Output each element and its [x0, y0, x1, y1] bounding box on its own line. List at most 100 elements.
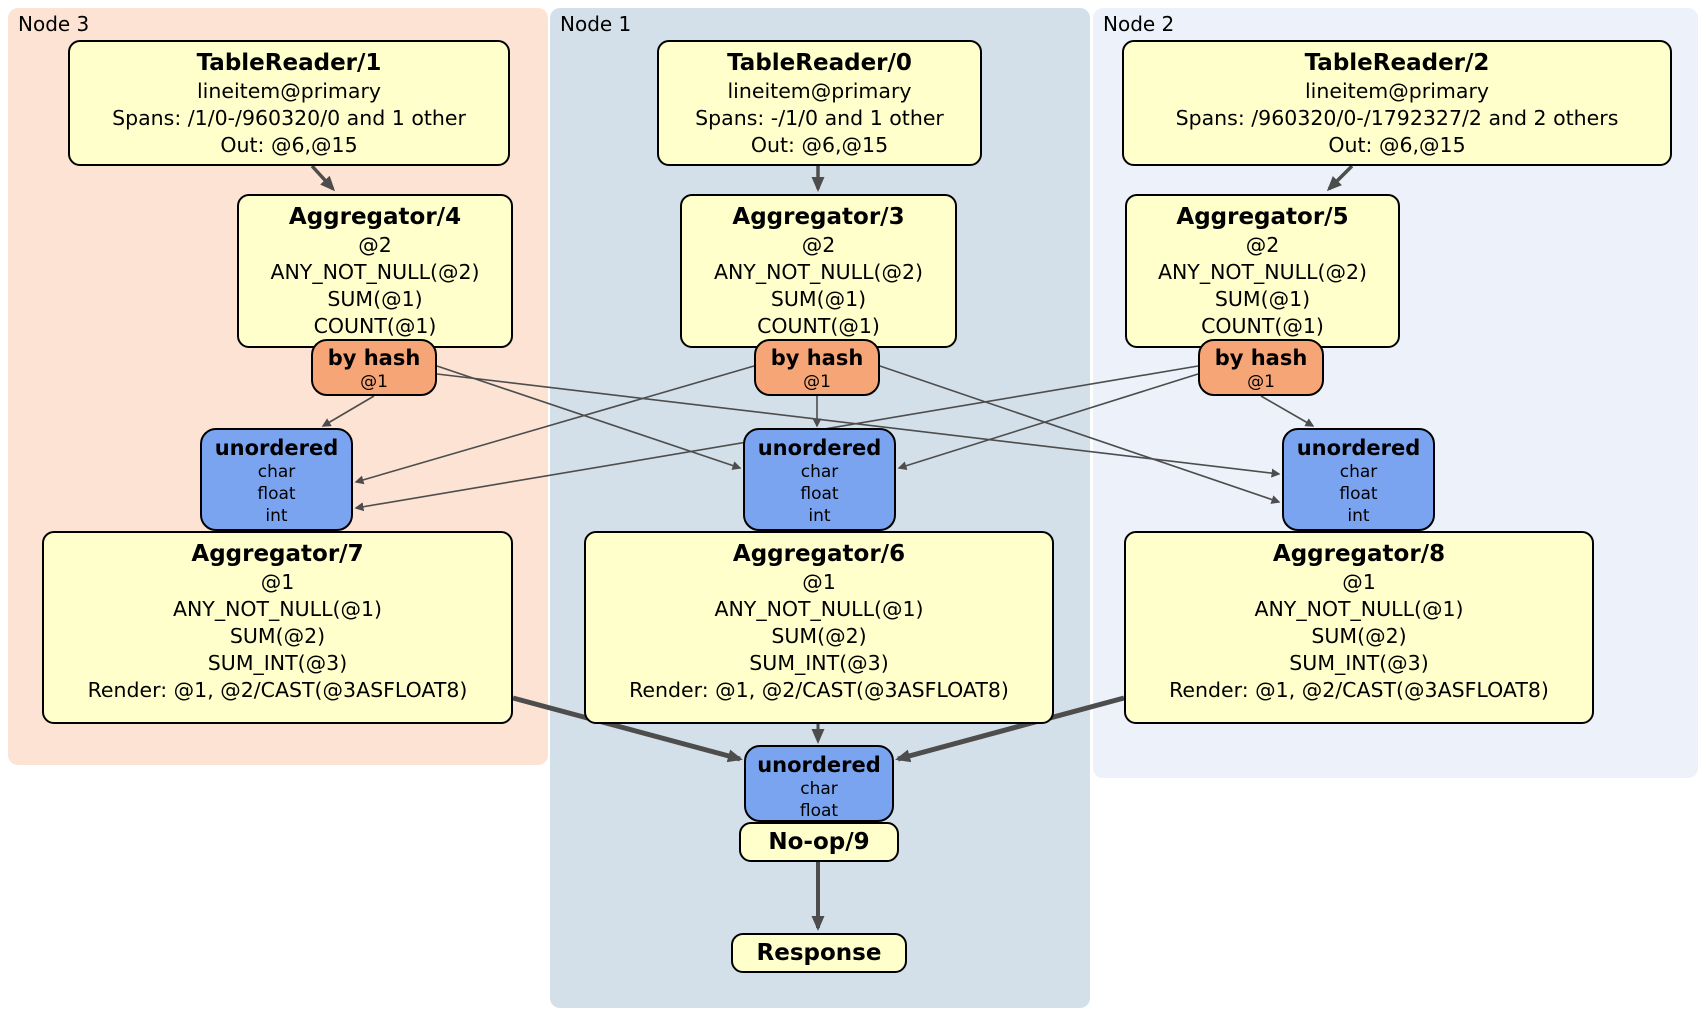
box-line: COUNT(@1) — [1201, 314, 1324, 338]
box-line: Out: @6,@15 — [220, 133, 358, 157]
edge-router3-sync3 — [321, 395, 375, 427]
box-title: No-op/9 — [768, 829, 870, 855]
box-line: @2 — [801, 233, 836, 257]
sync-type: char — [257, 462, 296, 482]
box-title: TableReader/0 — [727, 50, 912, 76]
router-key: @1 — [360, 372, 388, 392]
box-line: SUM(@2) — [771, 624, 867, 648]
box-line: ANY_NOT_NULL(@1) — [172, 597, 383, 621]
box-line: Render: @1, @2/CAST(@3ASFLOAT8) — [1169, 678, 1549, 702]
edge-router2-sync2 — [1260, 395, 1315, 427]
edge-router1-sync2 — [879, 365, 1281, 504]
arrow-tr1-agg4 — [310, 164, 336, 192]
node1-label: Node 1 — [560, 12, 632, 36]
sync-type: char — [800, 779, 838, 799]
box-line: COUNT(@1) — [757, 314, 880, 338]
box-line: SUM(@2) — [229, 624, 326, 648]
sync-type: float — [1339, 484, 1378, 504]
sync-type: int — [1347, 506, 1370, 526]
router-by-hash-node3: by hash @1 — [311, 339, 437, 396]
box-line: SUM_INT(@3) — [1289, 651, 1429, 675]
sync-type: int — [265, 506, 288, 526]
aggregator-4-box: Aggregator/4 @2 ANY_NOT_NULL(@2) SUM(@1)… — [237, 194, 513, 348]
aggregator-8-box: Aggregator/8 @1 ANY_NOT_NULL(@1) SUM(@2)… — [1124, 531, 1594, 724]
node2-label: Node 2 — [1103, 12, 1175, 36]
aggregator-3-box: Aggregator/3 @2 ANY_NOT_NULL(@2) SUM(@1)… — [680, 194, 957, 348]
edge-router3-sync1 — [436, 365, 742, 470]
box-line: ANY_NOT_NULL(@2) — [1157, 260, 1368, 284]
aggregator-6-box: Aggregator/6 @1 ANY_NOT_NULL(@1) SUM(@2)… — [584, 531, 1054, 724]
box-line: lineitem@primary — [727, 79, 912, 103]
box-title: Aggregator/3 — [732, 204, 905, 230]
box-line: COUNT(@1) — [313, 314, 437, 338]
box-line: ANY_NOT_NULL(@2) — [270, 260, 480, 284]
box-line: lineitem@primary — [196, 79, 382, 103]
box-line: @1 — [1342, 570, 1376, 594]
sync-type: char — [800, 462, 839, 482]
box-line: ANY_NOT_NULL(@2) — [713, 260, 924, 284]
sync-title: unordered — [757, 436, 882, 460]
sync-title: unordered — [757, 753, 881, 777]
arrow-agg7-finalsync — [512, 695, 743, 763]
table-reader-0-box: TableReader/0 lineitem@primary Spans: -/… — [657, 40, 982, 166]
box-line: SUM(@2) — [1311, 624, 1407, 648]
box-line: @2 — [1245, 233, 1280, 257]
box-line: lineitem@primary — [1304, 79, 1490, 103]
box-title: Aggregator/4 — [288, 204, 462, 230]
aggregator-5-box: Aggregator/5 @2 ANY_NOT_NULL(@2) SUM(@1)… — [1125, 194, 1400, 348]
sync-type: float — [257, 484, 296, 504]
aggregator-7-box: Aggregator/7 @1 ANY_NOT_NULL(@1) SUM(@2)… — [42, 531, 513, 724]
edge-router1-sync3 — [354, 365, 755, 485]
box-line: ANY_NOT_NULL(@1) — [1254, 597, 1464, 621]
router-title: by hash — [327, 346, 421, 370]
router-by-hash-node1: by hash @1 — [754, 339, 880, 396]
box-title: TableReader/2 — [1304, 50, 1490, 76]
box-line: SUM(@1) — [770, 287, 867, 311]
box-title: Aggregator/6 — [732, 541, 906, 567]
sync-unordered-node3: unordered char float int — [200, 428, 353, 531]
box-title: Aggregator/8 — [1272, 541, 1446, 567]
box-line: Render: @1, @2/CAST(@3ASFLOAT8) — [629, 678, 1009, 702]
arrow-tr2-agg5 — [1326, 164, 1354, 192]
box-line: SUM_INT(@3) — [749, 651, 889, 675]
box-line: Spans: /1/0-/960320/0 and 1 other — [112, 106, 466, 130]
box-line: SUM(@1) — [1214, 287, 1311, 311]
table-reader-1-box: TableReader/1 lineitem@primary Spans: /1… — [68, 40, 510, 166]
router-key: @1 — [803, 372, 831, 392]
box-line: Spans: -/1/0 and 1 other — [695, 106, 944, 130]
arrow-agg8-finalsync — [895, 695, 1125, 763]
box-line: @1 — [802, 570, 836, 594]
table-reader-2-box: TableReader/2 lineitem@primary Spans: /9… — [1122, 40, 1672, 166]
box-line: ANY_NOT_NULL(@1) — [714, 597, 924, 621]
router-title: by hash — [1214, 346, 1308, 370]
sync-unordered-node2: unordered char float int — [1282, 428, 1435, 531]
router-by-hash-node2: by hash @1 — [1198, 339, 1324, 396]
router-key: @1 — [1247, 372, 1275, 392]
box-line: Spans: /960320/0-/1792327/2 and 2 others — [1175, 106, 1619, 130]
box-title: TableReader/1 — [196, 50, 382, 76]
box-line: SUM_INT(@3) — [207, 651, 348, 675]
node3-label: Node 3 — [18, 12, 90, 36]
sync-title: unordered — [1296, 436, 1421, 460]
sync-title: unordered — [214, 436, 339, 460]
box-title: Response — [756, 940, 882, 966]
sync-unordered-node1: unordered char float int — [743, 428, 896, 531]
router-title: by hash — [770, 346, 864, 370]
sync-type: int — [808, 506, 831, 526]
sync-type: float — [799, 801, 839, 821]
box-line: Out: @6,@15 — [750, 133, 889, 157]
response-box: Response — [731, 933, 907, 973]
box-line: @2 — [358, 233, 392, 257]
flow-arrows — [310, 164, 1354, 931]
box-line: SUM(@1) — [327, 287, 423, 311]
box-line: Render: @1, @2/CAST(@3ASFLOAT8) — [87, 678, 468, 702]
sync-type: float — [800, 484, 839, 504]
edge-router2-sync1 — [897, 373, 1199, 471]
sync-unordered-final: unordered char float — [744, 745, 894, 822]
box-line: @1 — [260, 570, 295, 594]
noop-9-box: No-op/9 — [739, 822, 899, 862]
box-title: Aggregator/7 — [191, 541, 364, 567]
sync-type: char — [1339, 462, 1378, 482]
box-title: Aggregator/5 — [1176, 204, 1349, 230]
